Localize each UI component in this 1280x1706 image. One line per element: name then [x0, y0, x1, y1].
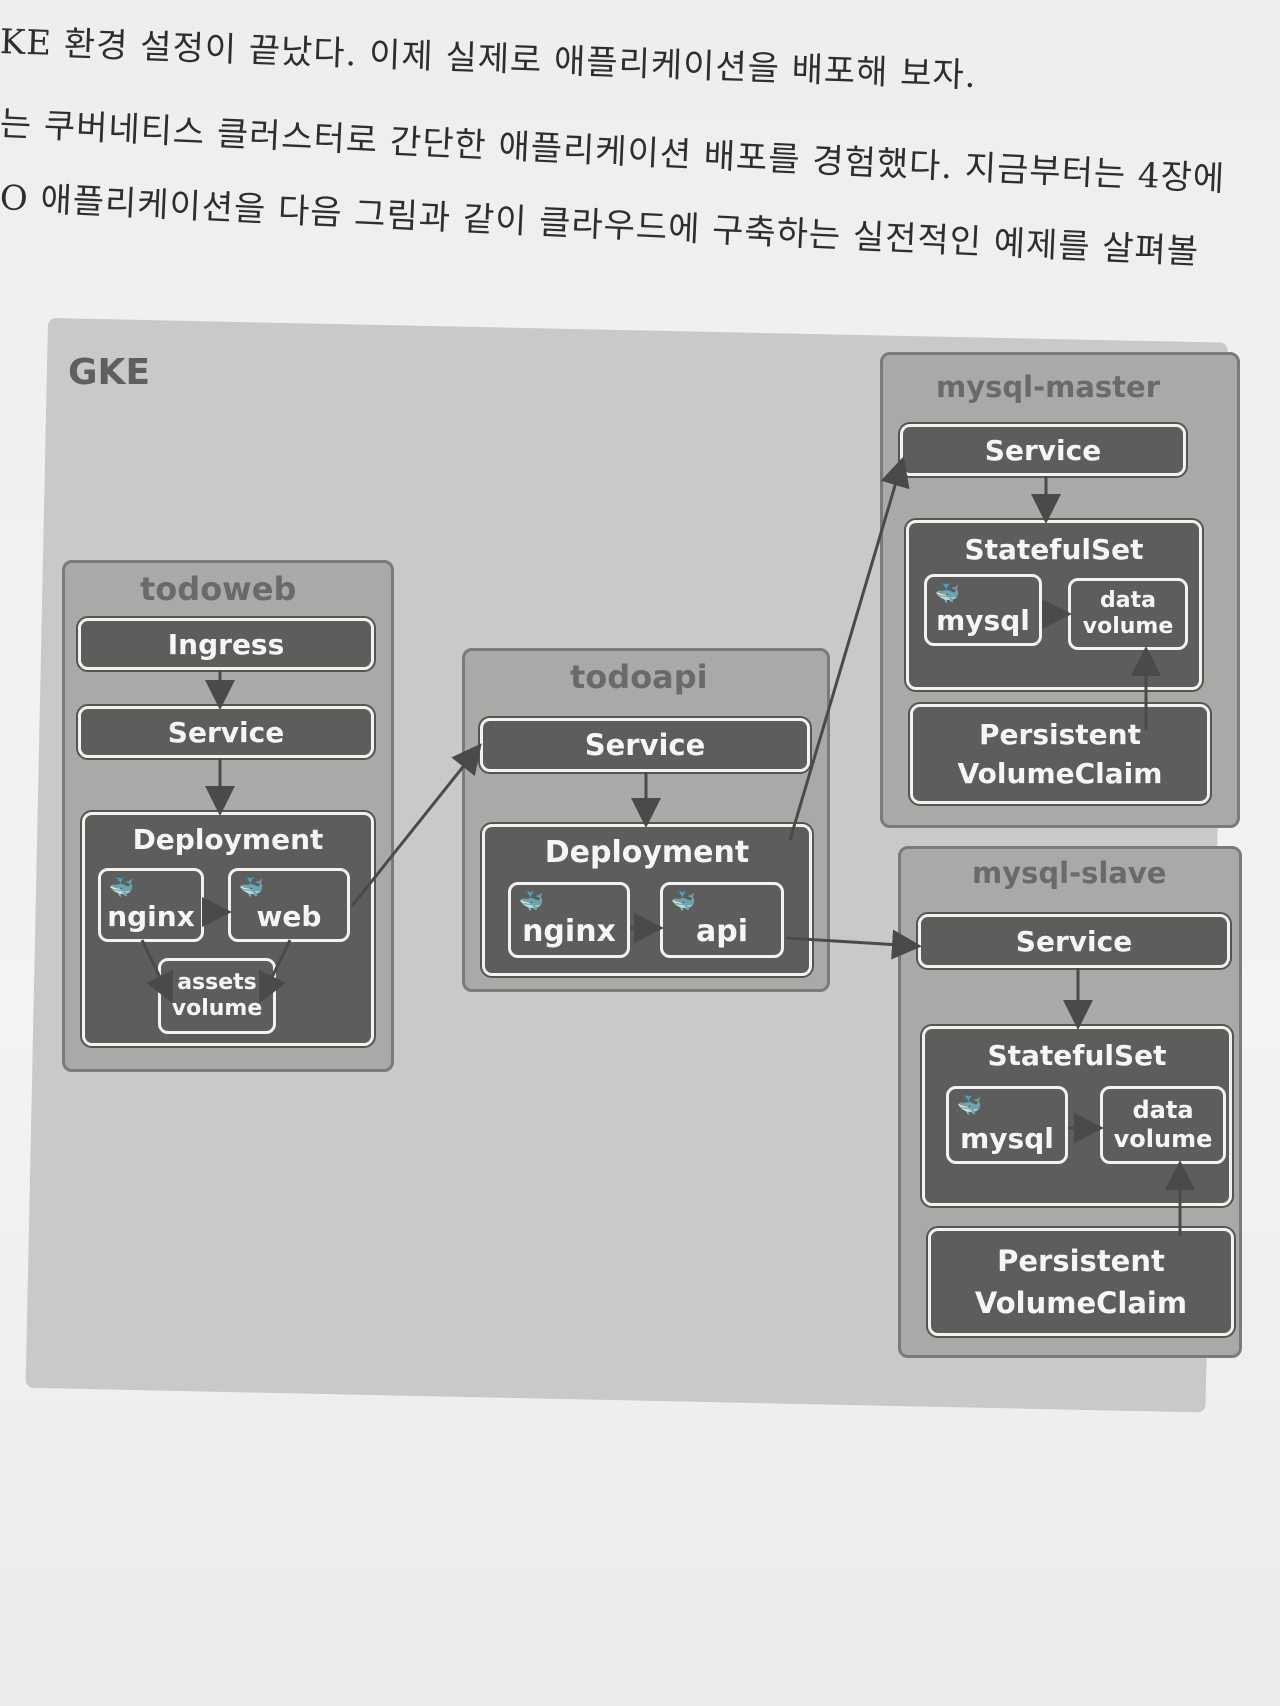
- docker-whale-icon: 🐳: [239, 875, 264, 899]
- todoweb-label: todoweb: [140, 570, 297, 608]
- docker-whale-icon: 🐳: [935, 581, 960, 605]
- todoapi-deployment-label: Deployment: [544, 835, 750, 870]
- mysql-master-statefulset-label: StatefulSet: [964, 533, 1144, 566]
- mysql-master-mysql-container: 🐳 mysql: [924, 574, 1042, 646]
- todoweb-service-label: Service: [167, 715, 285, 749]
- todoweb-deployment-label: Deployment: [132, 823, 324, 856]
- todoweb-ingress: Ingress: [78, 618, 374, 670]
- mysql-master-pvc-line2: VolumeClaim: [957, 757, 1163, 790]
- todoapi-api-label: api: [695, 914, 748, 949]
- docker-whale-icon: 🐳: [671, 889, 696, 913]
- mysql-slave-label: mysql-slave: [972, 856, 1167, 890]
- todoapi-service: Service: [480, 718, 810, 772]
- mysql-master-pvc: Persistent VolumeClaim: [910, 704, 1210, 804]
- todoapi-label: todoapi: [570, 658, 708, 696]
- mysql-master-data-line1: data: [1100, 587, 1156, 613]
- mysql-master-label: mysql-master: [936, 370, 1160, 404]
- todoapi-service-label: Service: [584, 728, 706, 762]
- docker-whale-icon: 🐳: [109, 875, 134, 899]
- docker-whale-icon: 🐳: [957, 1093, 982, 1117]
- mysql-slave-pvc-line1: Persistent: [997, 1243, 1165, 1278]
- assets-volume-line1: assets: [177, 969, 257, 995]
- mysql-master-pvc-line1: Persistent: [979, 717, 1141, 751]
- todoapi-nginx-label: nginx: [522, 914, 616, 949]
- todoweb-service: Service: [78, 706, 374, 758]
- mysql-master-mysql-label: mysql: [936, 604, 1030, 637]
- mysql-slave-data-line1: data: [1132, 1096, 1194, 1125]
- assets-volume-line2: volume: [171, 996, 263, 1021]
- todoweb-web-container: 🐳 web: [228, 868, 350, 942]
- mysql-slave-data-line2: volume: [1113, 1125, 1213, 1153]
- mysql-slave-pvc: Persistent VolumeClaim: [928, 1228, 1234, 1336]
- gke-label: GKE: [68, 352, 151, 393]
- mysql-slave-mysql-container: 🐳 mysql: [946, 1086, 1068, 1164]
- todoweb-assets-volume: assets volume: [158, 958, 276, 1034]
- docker-whale-icon: 🐳: [519, 889, 544, 913]
- mysql-slave-service: Service: [918, 914, 1230, 968]
- todoweb-nginx-label: nginx: [107, 900, 195, 933]
- mysql-master-data-volume: data volume: [1068, 578, 1188, 650]
- mysql-slave-statefulset-label: StatefulSet: [987, 1039, 1167, 1072]
- mysql-master-service-label: Service: [984, 433, 1102, 467]
- todoweb-web-label: web: [256, 900, 322, 933]
- mysql-master-data-line2: volume: [1082, 614, 1174, 639]
- mysql-slave-service-label: Service: [1015, 924, 1133, 958]
- todoweb-nginx-container: 🐳 nginx: [98, 868, 204, 942]
- mysql-slave-data-volume: data volume: [1100, 1086, 1226, 1164]
- todoweb-ingress-label: Ingress: [167, 627, 285, 661]
- mysql-slave-mysql-label: mysql: [960, 1122, 1054, 1155]
- todoapi-nginx-container: 🐳 nginx: [508, 882, 630, 958]
- todoapi-api-container: 🐳 api: [660, 882, 784, 958]
- mysql-slave-pvc-line2: VolumeClaim: [974, 1286, 1188, 1320]
- mysql-master-service: Service: [900, 424, 1186, 476]
